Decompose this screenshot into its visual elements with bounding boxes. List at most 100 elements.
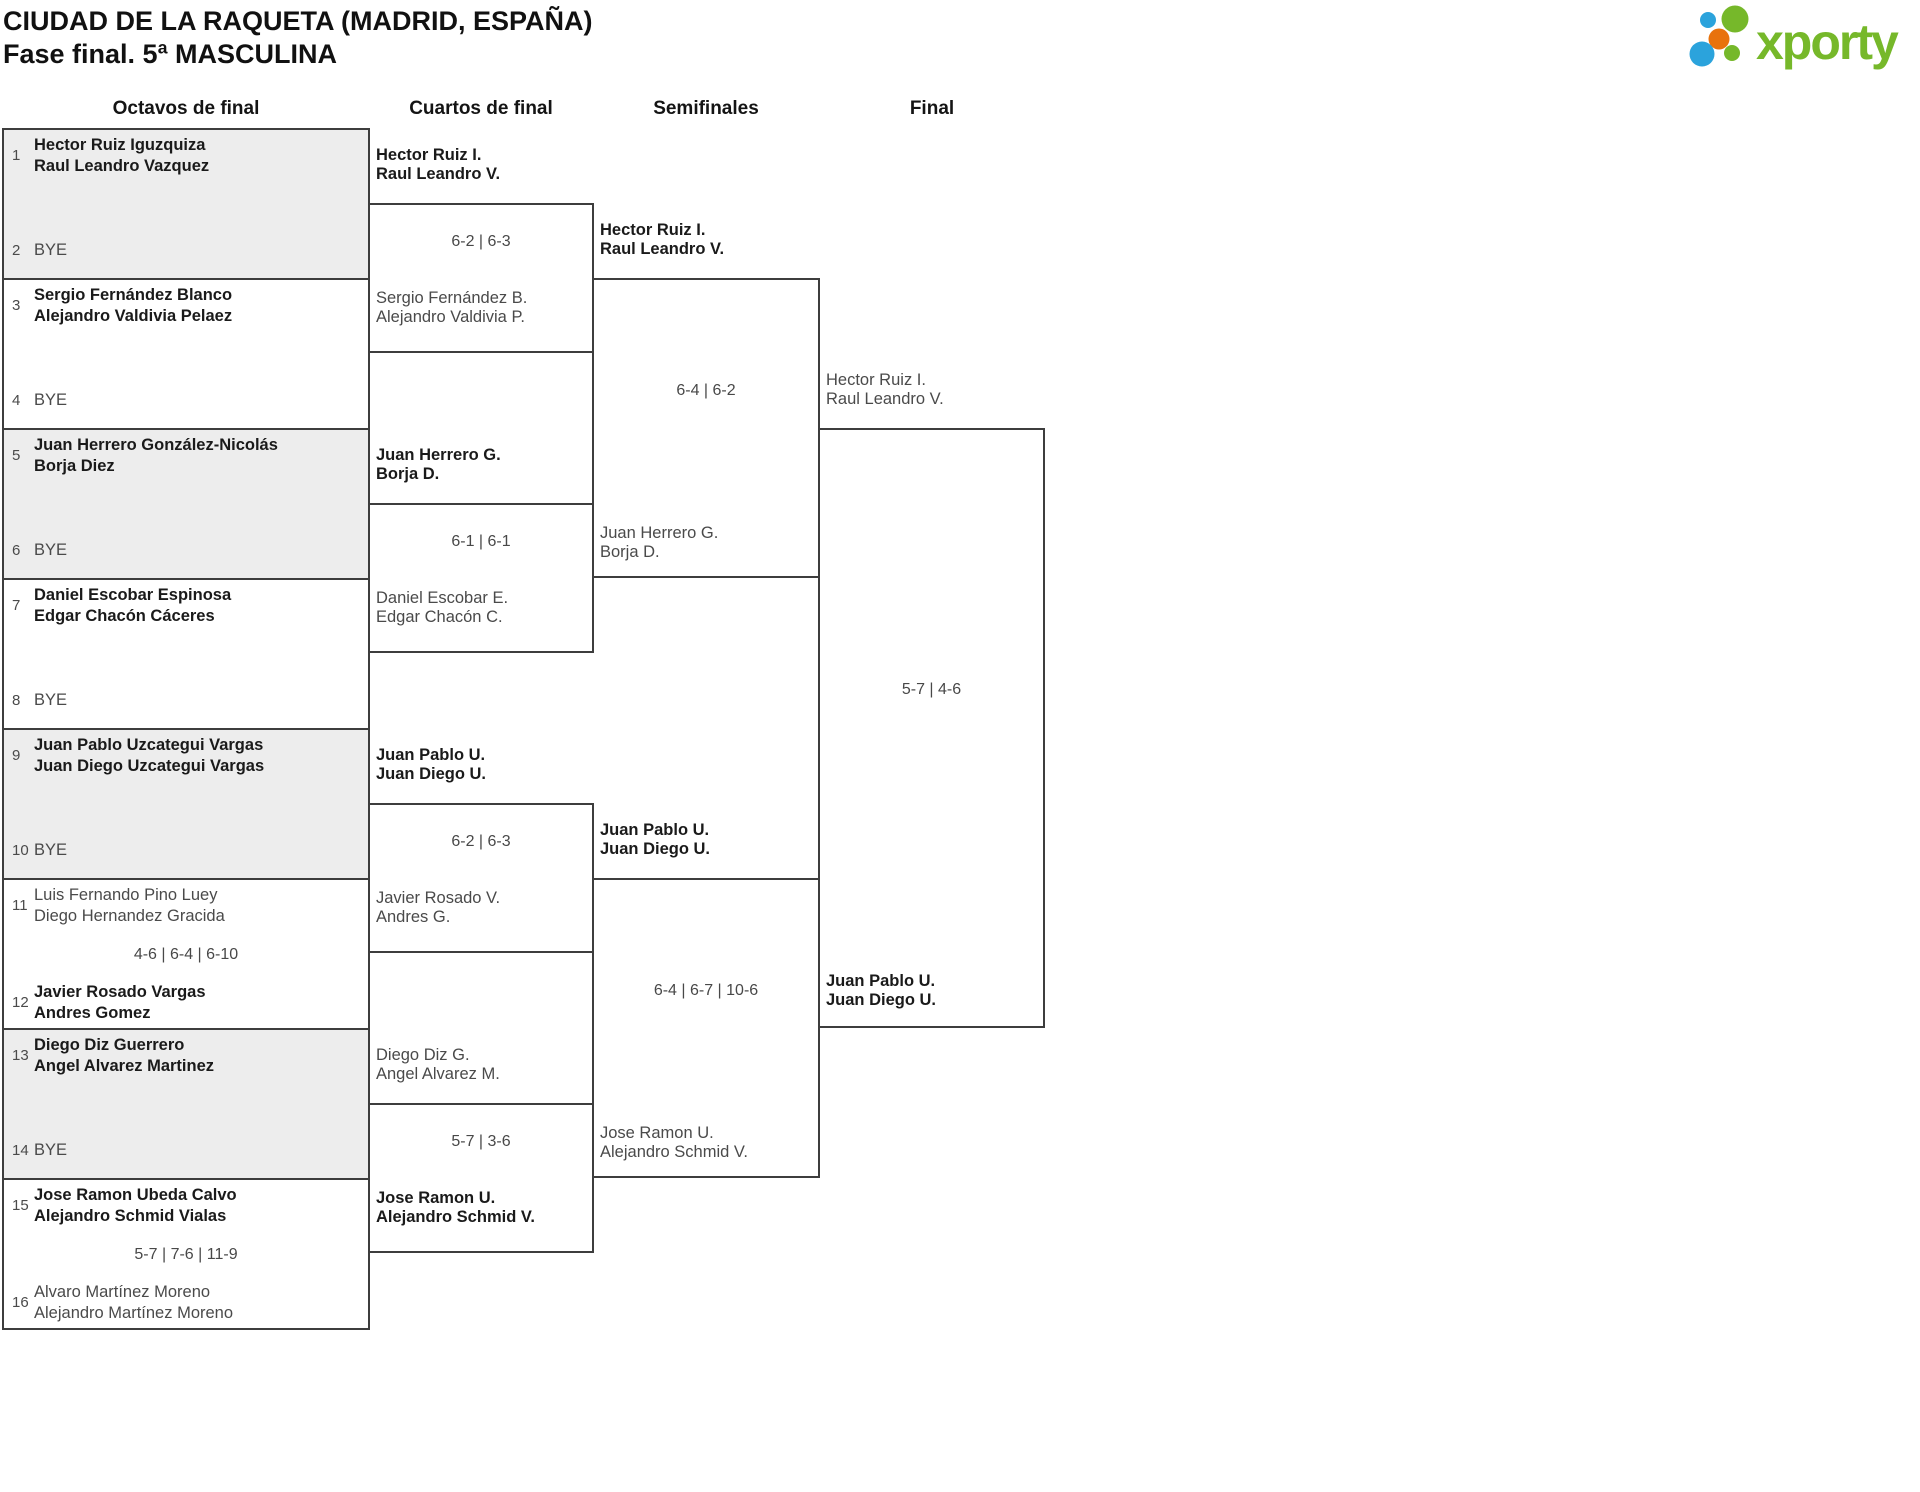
- cuartos-2-bottom-team: Daniel Escobar E. Edgar Chacón C.: [376, 589, 588, 627]
- team-names: Jose Ramon Ubeda Calvo Alejandro Schmid …: [34, 1185, 237, 1227]
- player-name: Diego Diz G.: [376, 1046, 470, 1064]
- seed-number: 3: [12, 297, 21, 314]
- player-name: Alvaro Martínez Moreno: [34, 1283, 211, 1301]
- player-name: Angel Alvarez M.: [376, 1065, 500, 1083]
- team-names: Luis Fernando Pino Luey Diego Hernandez …: [34, 885, 225, 927]
- player-name: Hector Ruiz I.: [600, 221, 706, 239]
- tournament-name: CIUDAD DE LA RAQUETA (MADRID, ESPAÑA): [3, 6, 593, 36]
- player-name: Juan Herrero G.: [600, 524, 719, 542]
- seed-number: 10: [12, 841, 29, 859]
- player-name: Alejandro Valdivia Pelaez: [34, 307, 233, 325]
- player-name: Hector Ruiz I.: [826, 371, 926, 389]
- cuartos-4-bottom-team: Jose Ramon U. Alejandro Schmid V.: [376, 1189, 588, 1227]
- octavos-match-3: 5 Juan Herrero González-Nicolás Borja Di…: [2, 428, 370, 580]
- player-name: Angel Alvarez Martinez: [34, 1057, 215, 1075]
- match-score: 6-4 | 6-2: [676, 382, 736, 399]
- player-name: Jose Ramon U.: [376, 1189, 496, 1207]
- player-name: Juan Herrero González-Nicolás: [34, 436, 278, 454]
- player-name: Jose Ramon U.: [600, 1124, 714, 1142]
- page-title: CIUDAD DE LA RAQUETA (MADRID, ESPAÑA) Fa…: [3, 5, 592, 71]
- seed-number: 8: [12, 691, 21, 709]
- team-names: Alvaro Martínez Moreno Alejandro Martíne…: [34, 1282, 233, 1324]
- bye-label: BYE: [34, 841, 68, 859]
- player-name: Borja D.: [376, 465, 440, 483]
- player-name: Juan Pablo U.: [826, 972, 936, 990]
- logo-dot: [1708, 28, 1730, 50]
- logo-wordmark: xporty: [1756, 14, 1899, 70]
- final-top-team: Hector Ruiz I. Raul Leandro V.: [826, 371, 1038, 409]
- octavos-match-8: 15 Jose Ramon Ubeda Calvo Alejandro Schm…: [2, 1178, 370, 1330]
- logo-dot: [1721, 5, 1749, 33]
- octavos-match-7: 13 Diego Diz Guerrero Angel Alvarez Mart…: [2, 1028, 370, 1180]
- player-name: Raul Leandro V.: [826, 390, 944, 408]
- seed-number: 6: [12, 541, 21, 559]
- team-names: Juan Herrero González-Nicolás Borja Diez: [34, 435, 278, 477]
- player-name: Luis Fernando Pino Luey: [34, 886, 218, 904]
- player-name: Juan Diego U.: [376, 765, 487, 783]
- seed-number: 16: [12, 1294, 29, 1311]
- player-name: Raul Leandro V.: [600, 240, 725, 258]
- seed-number: 9: [12, 747, 21, 764]
- player-name: Daniel Escobar E.: [376, 589, 509, 607]
- seed-number: 1: [12, 147, 21, 164]
- player-name: Diego Hernandez Gracida: [34, 907, 225, 925]
- seed-number: 13: [12, 1047, 29, 1064]
- team-names: Diego Diz Guerrero Angel Alvarez Martine…: [34, 1035, 214, 1077]
- player-name: Andres G.: [376, 908, 451, 926]
- cuartos-3-bottom-team: Javier Rosado V. Andres G.: [376, 889, 588, 927]
- player-name: Edgar Chacón Cáceres: [34, 607, 215, 625]
- player-name: Alejandro Martínez Moreno: [34, 1304, 234, 1322]
- seed-number: 12: [12, 994, 29, 1011]
- team-names: Hector Ruiz Iguzquiza Raul Leandro Vazqu…: [34, 135, 209, 177]
- round-header-cuartos: Cuartos de final: [409, 98, 553, 119]
- cuartos-match-4-box: [368, 1103, 594, 1253]
- player-name: Juan Pablo U.: [376, 746, 486, 764]
- player-name: Diego Diz Guerrero: [34, 1036, 185, 1054]
- player-name: Alejandro Schmid V.: [376, 1208, 535, 1226]
- player-name: Hector Ruiz I.: [376, 146, 482, 164]
- seed-number: 7: [12, 597, 21, 614]
- cuartos-2-top-team: Juan Herrero G. Borja D.: [376, 446, 588, 484]
- player-name: Hector Ruiz Iguzquiza: [34, 136, 206, 154]
- match-score: 6-2 | 6-3: [451, 233, 511, 250]
- team-names: BYE: [34, 240, 67, 261]
- player-name: Raul Leandro Vazquez: [34, 157, 210, 175]
- octavos-match-2: 3 Sergio Fernández Blanco Alejandro Vald…: [2, 278, 370, 430]
- cuartos-4-top-team: Diego Diz G. Angel Alvarez M.: [376, 1046, 588, 1084]
- octavos-match-6: 11 Luis Fernando Pino Luey Diego Hernand…: [2, 878, 370, 1030]
- bye-label: BYE: [34, 391, 68, 409]
- team-names: Sergio Fernández Blanco Alejandro Valdiv…: [34, 285, 232, 327]
- team-names: BYE: [34, 840, 67, 861]
- match-score: 6-1 | 6-1: [451, 533, 511, 550]
- semifinal-2-box: [592, 878, 820, 1178]
- team-names: BYE: [34, 1140, 67, 1161]
- player-name: Juan Pablo Uzcategui Vargas: [34, 736, 264, 754]
- match-score: 6-2 | 6-3: [451, 833, 511, 850]
- seed-number: 14: [12, 1141, 29, 1159]
- phase-category: Fase final. 5ª MASCULINA: [3, 39, 338, 69]
- logo-dot: [1689, 41, 1715, 67]
- player-name: Jose Ramon Ubeda Calvo: [34, 1186, 237, 1204]
- player-name: Javier Rosado V.: [376, 889, 501, 907]
- cuartos-match-2-box: [368, 503, 594, 653]
- match-score: 5-7 | 7-6 | 11-9: [134, 1246, 238, 1263]
- team-names: Javier Rosado Vargas Andres Gomez: [34, 982, 206, 1024]
- player-name: Javier Rosado Vargas: [34, 983, 206, 1001]
- cuartos-1-top-team: Hector Ruiz I. Raul Leandro V.: [376, 146, 588, 184]
- player-name: Andres Gomez: [34, 1004, 151, 1022]
- match-score: 6-4 | 6-7 | 10-6: [653, 982, 759, 999]
- player-name: Juan Diego U.: [826, 991, 937, 1009]
- cuartos-match-3-box: [368, 803, 594, 953]
- final-box: [818, 428, 1045, 1028]
- octavos-match-1: 1 Hector Ruiz Iguzquiza Raul Leandro Vaz…: [2, 128, 370, 280]
- cuartos-1-bottom-team: Sergio Fernández B. Alejandro Valdivia P…: [376, 289, 588, 327]
- logo-dot: [1724, 45, 1740, 61]
- player-name: Alejandro Schmid V.: [600, 1143, 748, 1161]
- team-names: BYE: [34, 390, 67, 411]
- team-names: Daniel Escobar Espinosa Edgar Chacón Các…: [34, 585, 231, 627]
- round-header-octavos: Octavos de final: [112, 98, 260, 119]
- team-names: Juan Pablo Uzcategui Vargas Juan Diego U…: [34, 735, 264, 777]
- final-bottom-team: Juan Pablo U. Juan Diego U.: [826, 972, 1038, 1010]
- team-names: BYE: [34, 690, 67, 711]
- player-name: Raul Leandro V.: [376, 165, 501, 183]
